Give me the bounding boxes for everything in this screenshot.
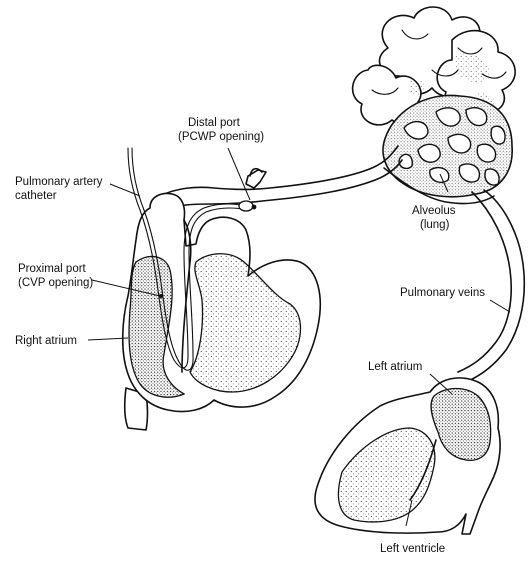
label-alveolus-1: Alveolus — [412, 205, 456, 217]
label-proximal-port-2: (CVP opening) — [18, 277, 93, 289]
balloon-tip — [239, 201, 253, 211]
label-proximal-port-1: Proximal port — [18, 263, 87, 275]
left-heart — [315, 378, 500, 534]
label-left-ventricle: Left ventricle — [380, 543, 445, 555]
pulmonary-veins — [384, 168, 524, 382]
pulmonary-artery — [160, 146, 402, 212]
label-pulmonary-veins: Pulmonary veins — [400, 287, 485, 299]
label-left-atrium: Left atrium — [368, 361, 422, 373]
label-right-atrium: Right atrium — [15, 335, 77, 347]
lung-alveoli — [353, 7, 516, 197]
label-pa-catheter-1: Pulmonary artery — [15, 176, 103, 188]
label-distal-port-2: (PCWP opening) — [178, 131, 264, 143]
distal-port-opening — [252, 205, 257, 210]
label-pa-catheter-2: catheter — [15, 190, 57, 202]
right-heart — [123, 194, 321, 430]
label-distal-port-1: Distal port — [188, 117, 241, 129]
label-alveolus-2: (lung) — [420, 219, 450, 231]
